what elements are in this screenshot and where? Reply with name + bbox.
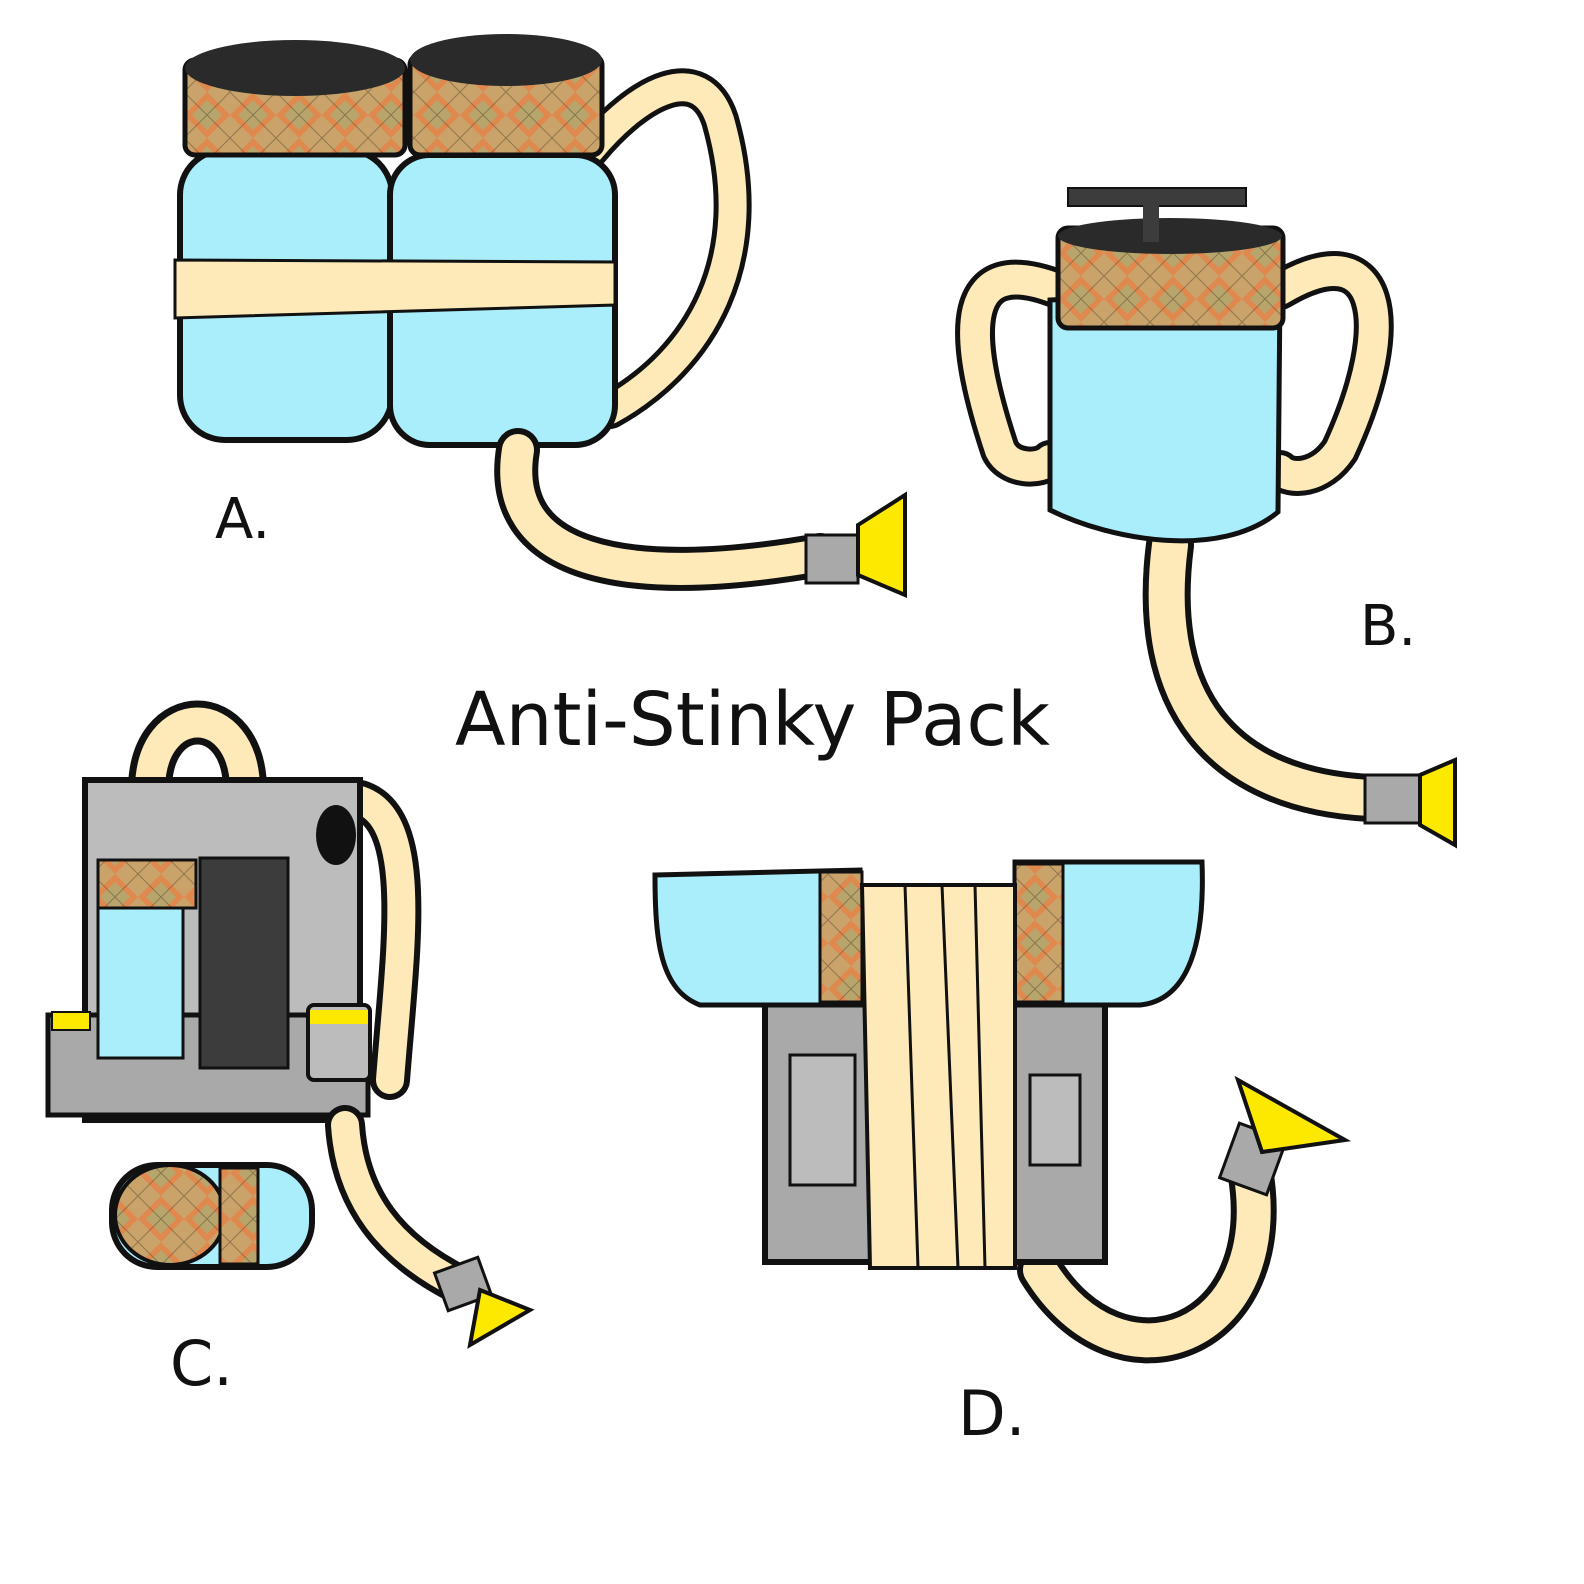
figure-c-dark-panel [198, 856, 290, 1070]
figure-b-canister [1047, 287, 1283, 544]
figure-c-nozzle [467, 1287, 535, 1349]
figure-c-canister [96, 898, 185, 1060]
figure-d-pocket-left [788, 1053, 857, 1187]
figure-c-canister-cap [96, 858, 198, 910]
figure-a-label: A. [215, 487, 270, 552]
figure-c-vent [316, 805, 356, 865]
figure-a-nozzle [856, 491, 907, 599]
figure-d-cap-left [818, 870, 864, 1004]
figure-d-canister-left [652, 867, 863, 1008]
figure-a-nozzle-collar [804, 533, 860, 585]
figure-b [955, 187, 1457, 849]
figure-d-cap-right [1013, 862, 1065, 1004]
figure-c-spare-cap [113, 1163, 227, 1267]
figure-d [652, 859, 1352, 1364]
figure-b-nozzle [1418, 756, 1457, 849]
figure-c [45, 700, 535, 1349]
figure-b-nozzle-collar [1363, 773, 1422, 825]
figure-a [173, 34, 907, 599]
figure-a-belt [173, 258, 617, 320]
figure-b-t-handle-stem [1143, 200, 1159, 242]
figure-d-pocket-right [1028, 1073, 1082, 1167]
figure-c-nozzle-left [51, 1011, 91, 1031]
figure-d-nozzle [1234, 1075, 1352, 1155]
figure-b-label: B. [1360, 594, 1416, 659]
figure-c-label: C. [170, 1327, 233, 1400]
figure-d-label: D. [958, 1377, 1025, 1450]
figure-d-straps [859, 883, 1017, 1270]
page-title: Anti-Stinky Pack [455, 677, 1050, 763]
